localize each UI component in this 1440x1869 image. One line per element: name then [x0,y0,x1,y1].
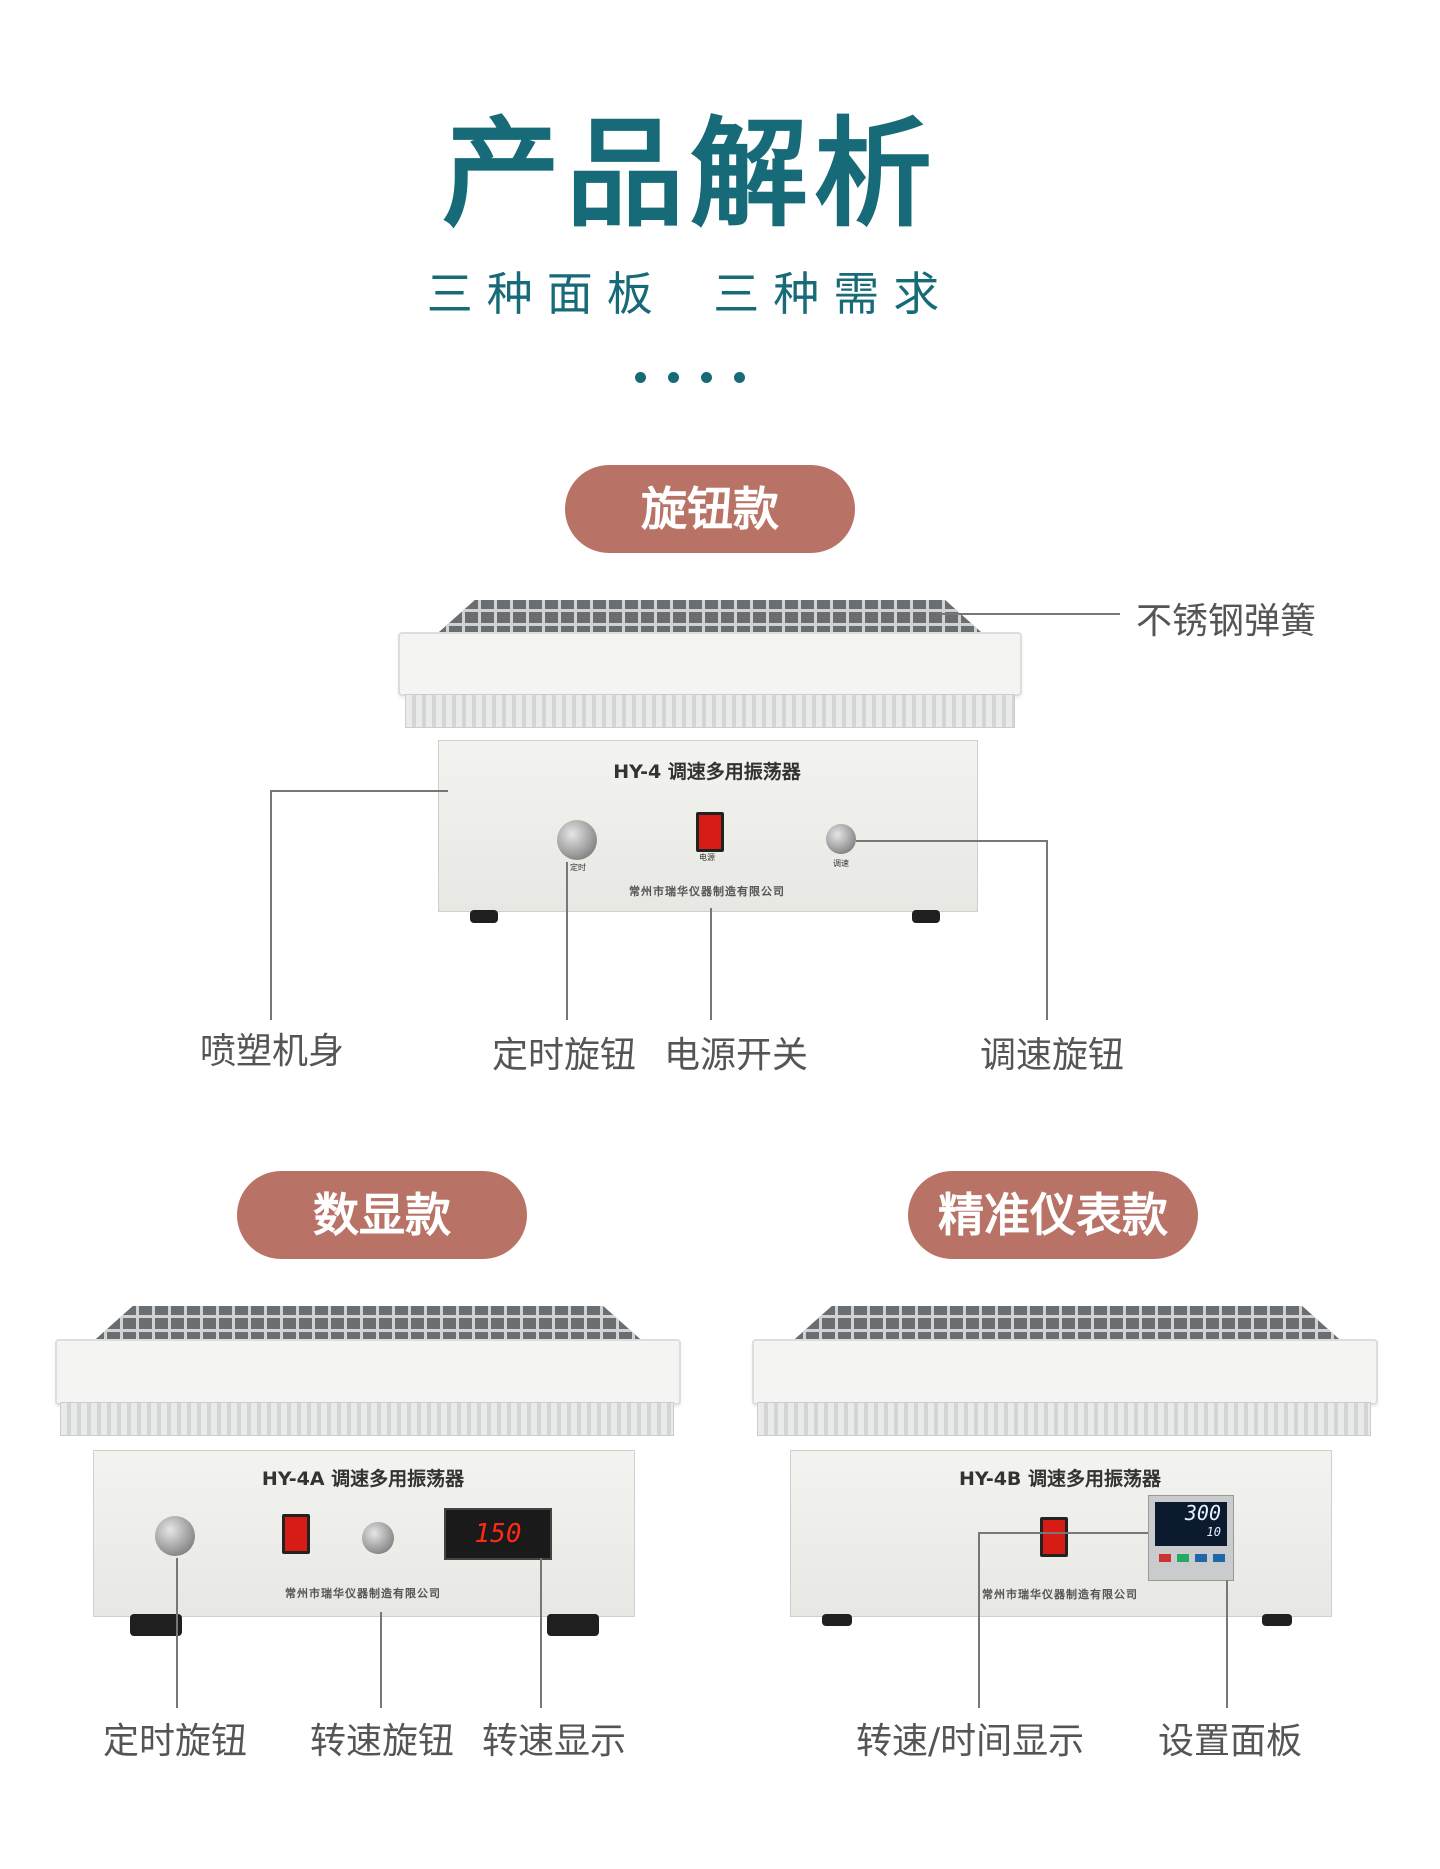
page-subtitle: 三种面板 三种需求 [426,267,954,321]
callout-line-speed [856,840,1048,842]
foot [822,1614,852,1626]
page-title: 产品解析 [441,105,938,243]
meter-screen: 300 10 [1155,1502,1227,1546]
foot [1262,1614,1292,1626]
model-name: HY-4A 调速多用振荡器 [261,1468,465,1490]
lower-shelf [757,1402,1371,1436]
model-name: HY-4B 调速多用振荡器 [958,1468,1162,1490]
label-body: 喷塑机身 [200,1031,345,1072]
label-display: 转速显示 [482,1721,627,1762]
callout-line-speed [1046,840,1048,1020]
callout-line-display [978,1532,1148,1534]
timer-knob[interactable] [557,820,597,860]
top-tray [398,632,1022,696]
top-tray [55,1339,681,1405]
callout-line-panel [1226,1580,1228,1708]
callout-line-body [270,790,448,792]
top-tray [752,1339,1378,1405]
foot [547,1614,599,1636]
dot [668,372,679,383]
label-timer: 定时旋钮 [103,1721,248,1762]
dot [701,372,712,383]
meter-key[interactable] [1213,1554,1225,1562]
foot [470,910,498,923]
callout-line-power [710,908,712,1020]
meter-key[interactable] [1177,1554,1189,1562]
label-power: 电源开关 [664,1035,809,1076]
model-name: HY-4 调速多用振荡器 [613,761,801,783]
speed-knob[interactable] [826,824,856,854]
callout-line-timer [176,1558,178,1708]
speed-display: 150 [444,1508,552,1560]
brand-name: 常州市瑞华仪器制造有限公司 [285,1587,441,1600]
callout-line-speed [380,1612,382,1708]
lower-shelf [60,1402,674,1436]
foot [912,910,940,923]
power-switch[interactable] [282,1514,310,1554]
callout-line-body [270,790,272,1020]
brand-name: 常州市瑞华仪器制造有限公司 [982,1588,1138,1601]
dot [635,372,646,383]
label-panel: 设置面板 [1158,1721,1303,1762]
timer-knob[interactable] [155,1516,195,1556]
label-speed: 调速旋钮 [980,1035,1125,1076]
power-switch[interactable] [696,812,724,852]
divider-dots [0,368,1380,387]
badge-digital: 数显款 [237,1171,527,1259]
label-spring: 不锈钢弹簧 [1136,601,1317,642]
meter-key[interactable] [1195,1554,1207,1562]
callout-line-display [540,1558,542,1708]
meter-value-top: 300 [1184,1501,1221,1525]
label-timer: 定时旋钮 [492,1035,637,1076]
meter-panel[interactable]: 300 10 [1148,1495,1234,1581]
foot [130,1614,182,1636]
meter-key[interactable] [1159,1554,1171,1562]
badge-knob: 旋钮款 [565,465,855,553]
brand-name: 常州市瑞华仪器制造有限公司 [629,885,785,898]
lower-shelf [405,694,1015,728]
power-switch-label: 电源 [699,853,715,862]
timer-knob-label: 定时 [570,863,586,872]
power-switch[interactable] [1040,1517,1068,1557]
callout-line-spring [940,613,1120,615]
meter-value-bottom: 10 [1206,1525,1221,1539]
callout-line-timer [566,862,568,1020]
badge-meter: 精准仪表款 [908,1171,1198,1259]
label-speed: 转速旋钮 [310,1721,455,1762]
callout-line-display [978,1532,980,1708]
dot [734,372,745,383]
label-display: 转速/时间显示 [856,1721,1085,1762]
speed-knob-label: 调速 [833,859,849,868]
speed-knob[interactable] [362,1522,394,1554]
